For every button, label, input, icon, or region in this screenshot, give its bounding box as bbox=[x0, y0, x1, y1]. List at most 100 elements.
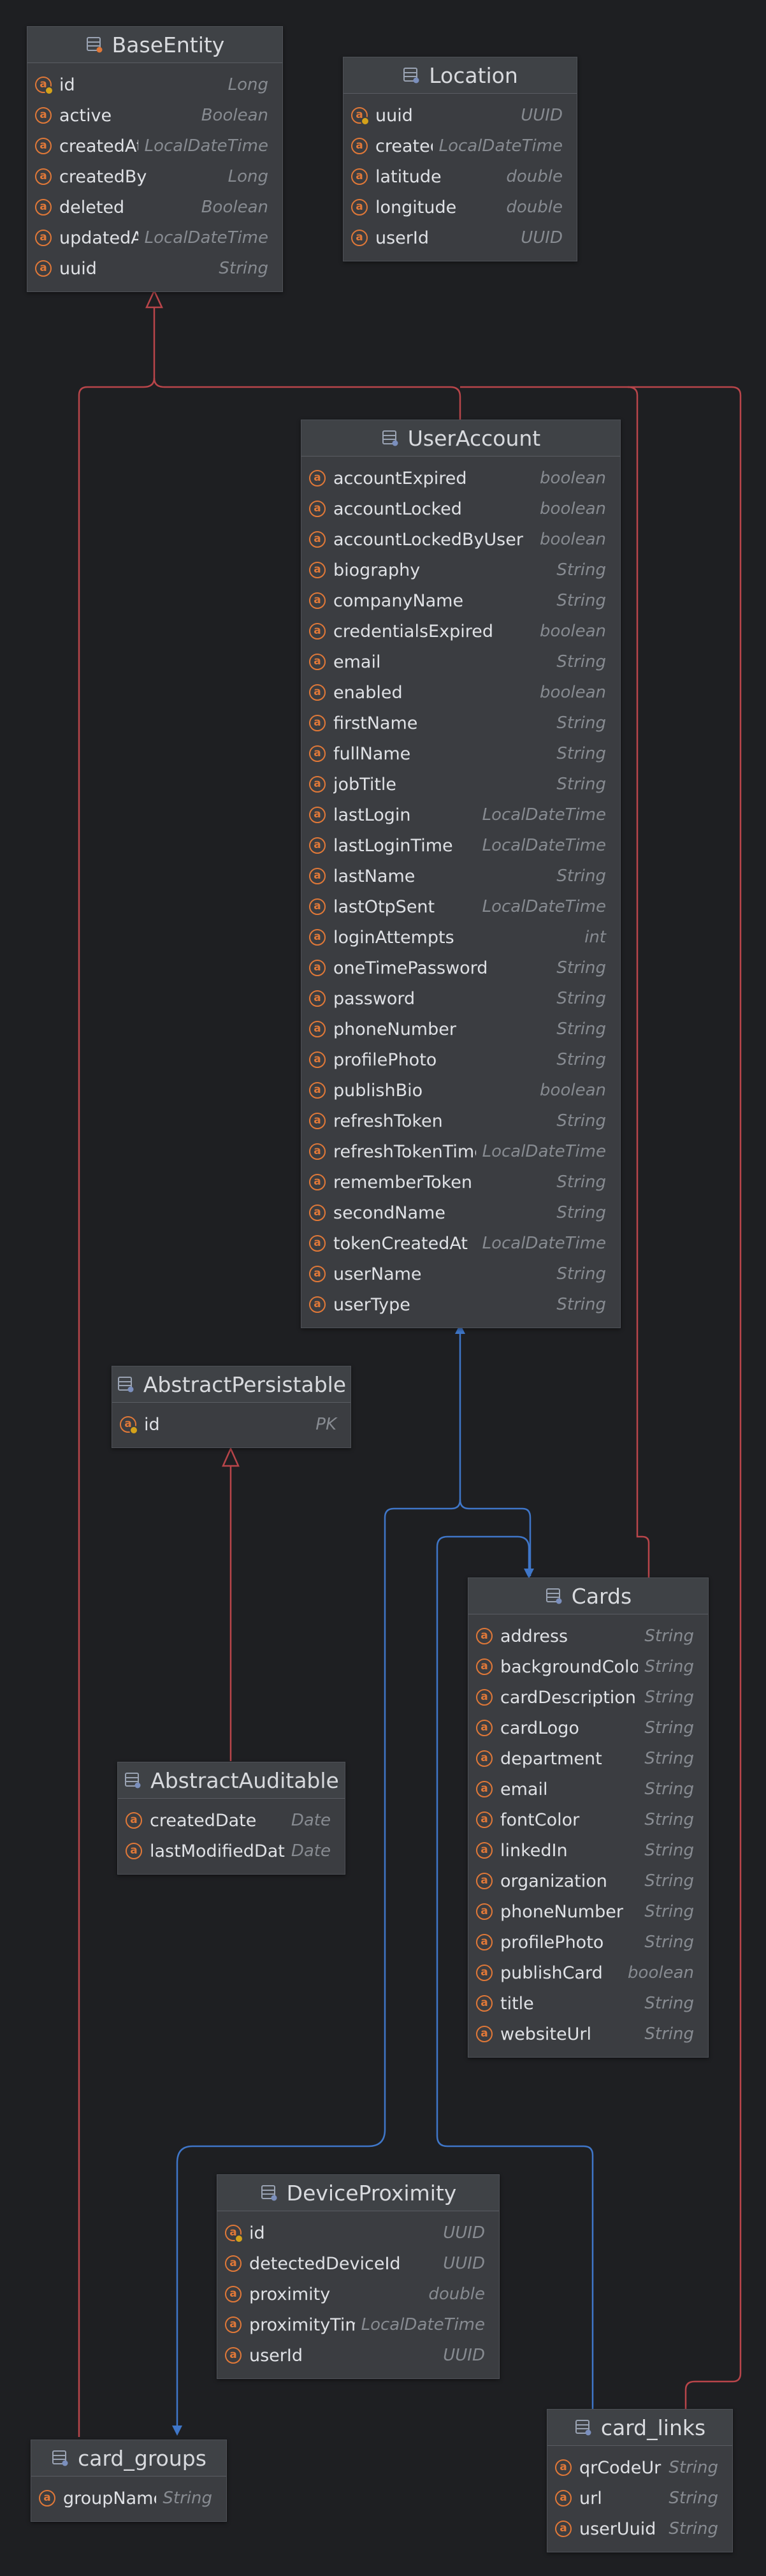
field-name: updatedAt bbox=[59, 228, 138, 248]
field-icon: a bbox=[35, 168, 52, 185]
field-name: enabled bbox=[333, 682, 403, 703]
field-icon: a bbox=[351, 168, 368, 185]
entity-title: UserAccount bbox=[407, 425, 541, 451]
entity-title: AbstractPersistable bbox=[143, 1372, 347, 1397]
table-icon bbox=[575, 2420, 591, 2436]
field-type: LocalDateTime bbox=[144, 228, 268, 247]
entity-location[interactable]: Location auuidUUIDacreatedLocalDateTimea… bbox=[343, 57, 577, 261]
field-row[interactable]: acreatedLocalDateTime bbox=[343, 131, 577, 161]
association-arrowhead-groups bbox=[172, 2426, 182, 2436]
association-arrowhead-cards bbox=[524, 1569, 534, 1579]
field-icon: a bbox=[476, 1873, 493, 1889]
field-icon: a bbox=[35, 260, 52, 277]
field-type: String bbox=[556, 1020, 606, 1039]
field-name: email bbox=[333, 652, 381, 672]
field-type: String bbox=[556, 591, 606, 610]
field-type: String bbox=[556, 958, 606, 977]
field-name: groupName bbox=[63, 2488, 157, 2508]
field-name: profilePhoto bbox=[500, 1932, 604, 1952]
field-icon: a bbox=[351, 199, 368, 216]
field-type: String bbox=[644, 1749, 694, 1768]
field-name: uuid bbox=[375, 105, 413, 126]
association-line-cards-user bbox=[459, 1324, 531, 1576]
field-type: String bbox=[668, 2519, 718, 2538]
field-row[interactable]: aupdatedAtLocalDateTime bbox=[27, 223, 282, 253]
field-type: boolean bbox=[540, 530, 606, 549]
field-type: String bbox=[556, 1050, 606, 1069]
field-row[interactable]: aproximityTimeLocalDateTime bbox=[217, 2309, 499, 2340]
